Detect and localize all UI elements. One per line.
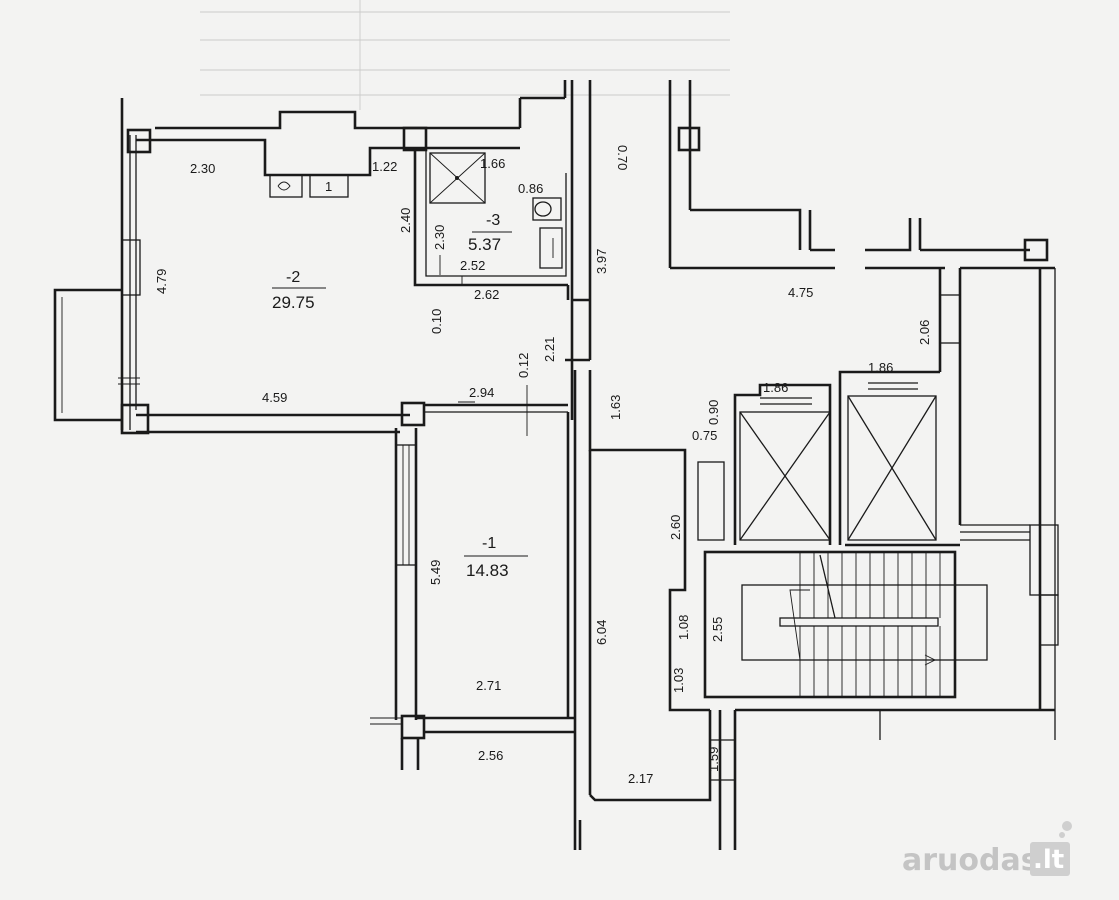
stove-mark: 1 xyxy=(325,179,332,194)
watermark-text: aruodas xyxy=(902,843,1039,878)
dimension-label: 5.49 xyxy=(428,560,443,585)
room-label-2: -2 29.75 xyxy=(272,269,326,312)
dimension-label: 1.03 xyxy=(671,668,686,693)
room-number: -2 xyxy=(286,269,300,286)
washbasin xyxy=(539,227,563,269)
stair-handrail xyxy=(779,617,939,627)
dimension-label: 2.56 xyxy=(478,748,503,763)
dimension-label: 2.71 xyxy=(476,678,501,693)
dimension-ticks xyxy=(439,255,528,436)
dimension-label: 2.06 xyxy=(917,320,932,345)
balcony xyxy=(53,288,122,422)
dimension-label: 2.60 xyxy=(668,515,683,540)
stair-treads xyxy=(799,552,941,697)
dimension-label: 0.10 xyxy=(429,309,444,334)
shower-tray xyxy=(429,152,486,204)
dimension-label: 0.86 xyxy=(518,181,543,196)
room-label-1: -1 14.83 xyxy=(464,535,528,580)
room-area: 29.75 xyxy=(272,293,315,312)
staircase xyxy=(703,550,957,699)
dimension-label: 1.08 xyxy=(676,615,691,640)
column-bottom xyxy=(400,714,426,740)
bathroom-fixtures xyxy=(429,152,563,269)
room-area: 5.37 xyxy=(468,235,501,254)
window-stair xyxy=(939,294,961,344)
window-left xyxy=(121,239,141,296)
dimension-label: 0.70 xyxy=(615,145,630,170)
dimension-label: 4.75 xyxy=(788,285,813,300)
window-room-1 xyxy=(395,444,417,566)
watermark: aruodas .lt xyxy=(902,821,1072,878)
room-number: -3 xyxy=(486,212,500,229)
stove xyxy=(309,174,349,198)
dimension-label: 1.59 xyxy=(706,747,721,772)
dimension-label: 1.86 xyxy=(868,360,893,375)
dimension-label: 0.90 xyxy=(706,400,721,425)
window-right xyxy=(1039,594,1059,646)
watermark-suffix: .lt xyxy=(1033,845,1064,875)
watermark-house-icon xyxy=(1030,842,1070,876)
dimension-label: 4.59 xyxy=(262,390,287,405)
kitchen-fixtures: 1 xyxy=(269,174,349,198)
elevator-shaft-1 xyxy=(739,411,831,541)
dimension-label: 2.17 xyxy=(628,771,653,786)
room-label-3: -3 5.37 xyxy=(468,212,512,254)
dimension-label: 6.04 xyxy=(594,620,609,645)
dimension-label: 1.22 xyxy=(372,159,397,174)
elevator-shaft-2 xyxy=(847,395,937,541)
dimension-label: 1.66 xyxy=(480,156,505,171)
dimension-label: 3.97 xyxy=(594,249,609,274)
dimension-label: 2.30 xyxy=(432,225,447,250)
bleed-through-table xyxy=(200,0,730,110)
dimension-label: 0.75 xyxy=(692,428,717,443)
column-mid xyxy=(400,401,426,427)
dimension-label: 1.63 xyxy=(608,395,623,420)
column-stair-top-right xyxy=(1023,238,1049,262)
stairwell-walls xyxy=(588,80,1056,795)
dimension-label: 2.40 xyxy=(398,208,413,233)
apartment-walls xyxy=(53,80,592,850)
column-top-left xyxy=(126,128,152,154)
sink xyxy=(269,174,303,198)
stair-arrows xyxy=(789,554,940,666)
dimension-label: 2.52 xyxy=(460,258,485,273)
dimension-label: 2.55 xyxy=(710,617,725,642)
dimension-label: 1.86 xyxy=(763,380,788,395)
toilet xyxy=(532,197,562,221)
dimension-label: 0.12 xyxy=(516,353,531,378)
room-area: 14.83 xyxy=(466,561,509,580)
dimension-label: 2.62 xyxy=(474,287,499,302)
lower-corridor-walls xyxy=(578,524,1059,850)
column-mid-left xyxy=(120,403,150,435)
dimension-label: 2.21 xyxy=(542,337,557,362)
dimension-label: 4.79 xyxy=(154,269,169,294)
room-number: -1 xyxy=(482,535,496,552)
shaft-small xyxy=(697,461,725,541)
dimension-label: 2.30 xyxy=(190,161,215,176)
column-stair-top-left xyxy=(677,126,701,152)
dimension-label: 2.94 xyxy=(469,385,494,400)
